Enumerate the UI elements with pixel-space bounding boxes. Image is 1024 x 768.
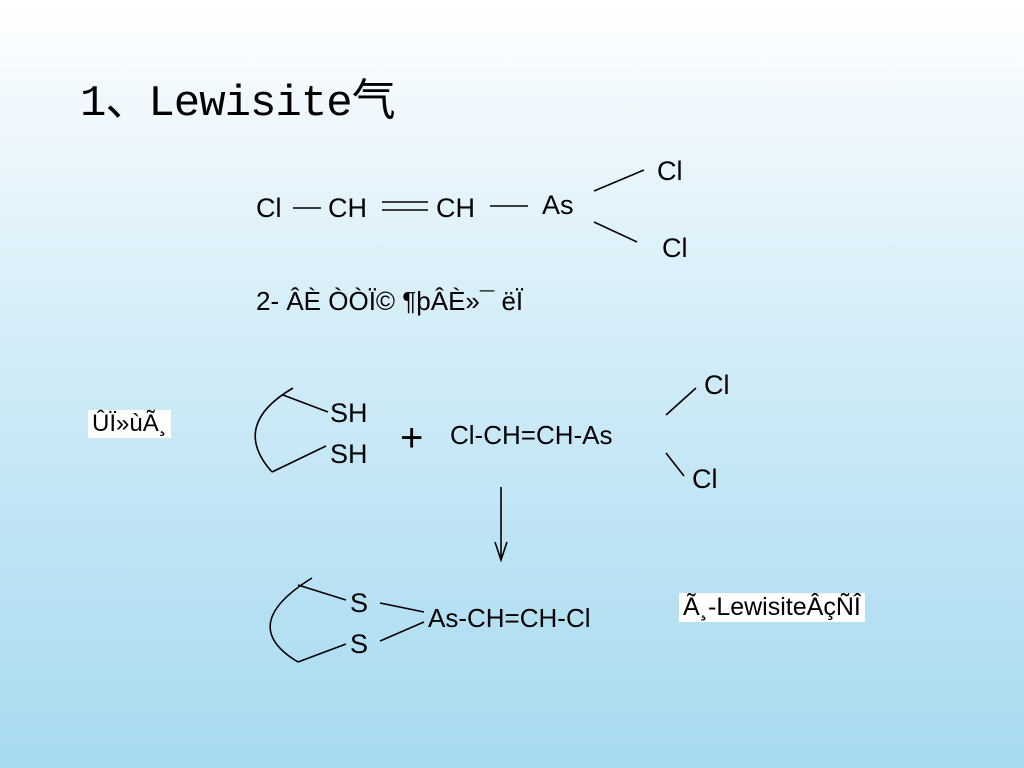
bond-ring-s-bottom xyxy=(297,643,347,663)
atom-cl-left: Cl xyxy=(256,193,282,223)
bond-ring-sh-bottom xyxy=(271,445,327,473)
bond-reagent-cl-top xyxy=(665,387,697,416)
group-ch-2: CH xyxy=(436,193,475,223)
atom-reagent-cl-bottom: Cl xyxy=(692,464,718,494)
bond-reagent-cl-bottom xyxy=(665,452,685,477)
atom-cl-bottom: Cl xyxy=(662,233,688,263)
atom-as: As xyxy=(542,190,574,220)
bond-ring-sh-top xyxy=(282,394,329,413)
dithiol-ring-arc xyxy=(254,387,294,473)
slide-title: 1、Lewisite气 xyxy=(80,79,396,129)
group-ch-1: CH xyxy=(328,193,367,223)
atom-cl-top: Cl xyxy=(657,156,683,186)
product-ring-arc xyxy=(269,577,313,663)
atom-s-top: S xyxy=(350,588,369,618)
reaction-arrow-head xyxy=(494,541,508,563)
atom-s-bottom: S xyxy=(350,629,369,659)
plus-sign: + xyxy=(400,416,424,460)
bond-s-as-top xyxy=(379,602,425,613)
bond-as-cl-bottom xyxy=(593,221,638,243)
bond-s-as-bottom xyxy=(379,621,425,642)
group-sh-bottom: SH xyxy=(330,439,368,469)
atom-reagent-cl-top: Cl xyxy=(704,370,730,400)
group-sh-top: SH xyxy=(330,398,368,428)
product-label-box: Ã¸-LewisiteÂçÑÎ xyxy=(679,593,865,622)
lewisite-formula: Cl-CH=CH-As xyxy=(450,420,613,450)
reagent-label-box: ÛÏ»ùÃ¸ xyxy=(88,410,171,438)
bond-ring-s-top xyxy=(297,584,347,601)
product-formula: As-CH=CH-Cl xyxy=(428,603,591,633)
bond-as-cl-top xyxy=(593,169,645,192)
compound-name-text: 2- ÂÈ ÒÒÏ© ¶þÂÈ»¯ ëÏ xyxy=(256,286,524,316)
